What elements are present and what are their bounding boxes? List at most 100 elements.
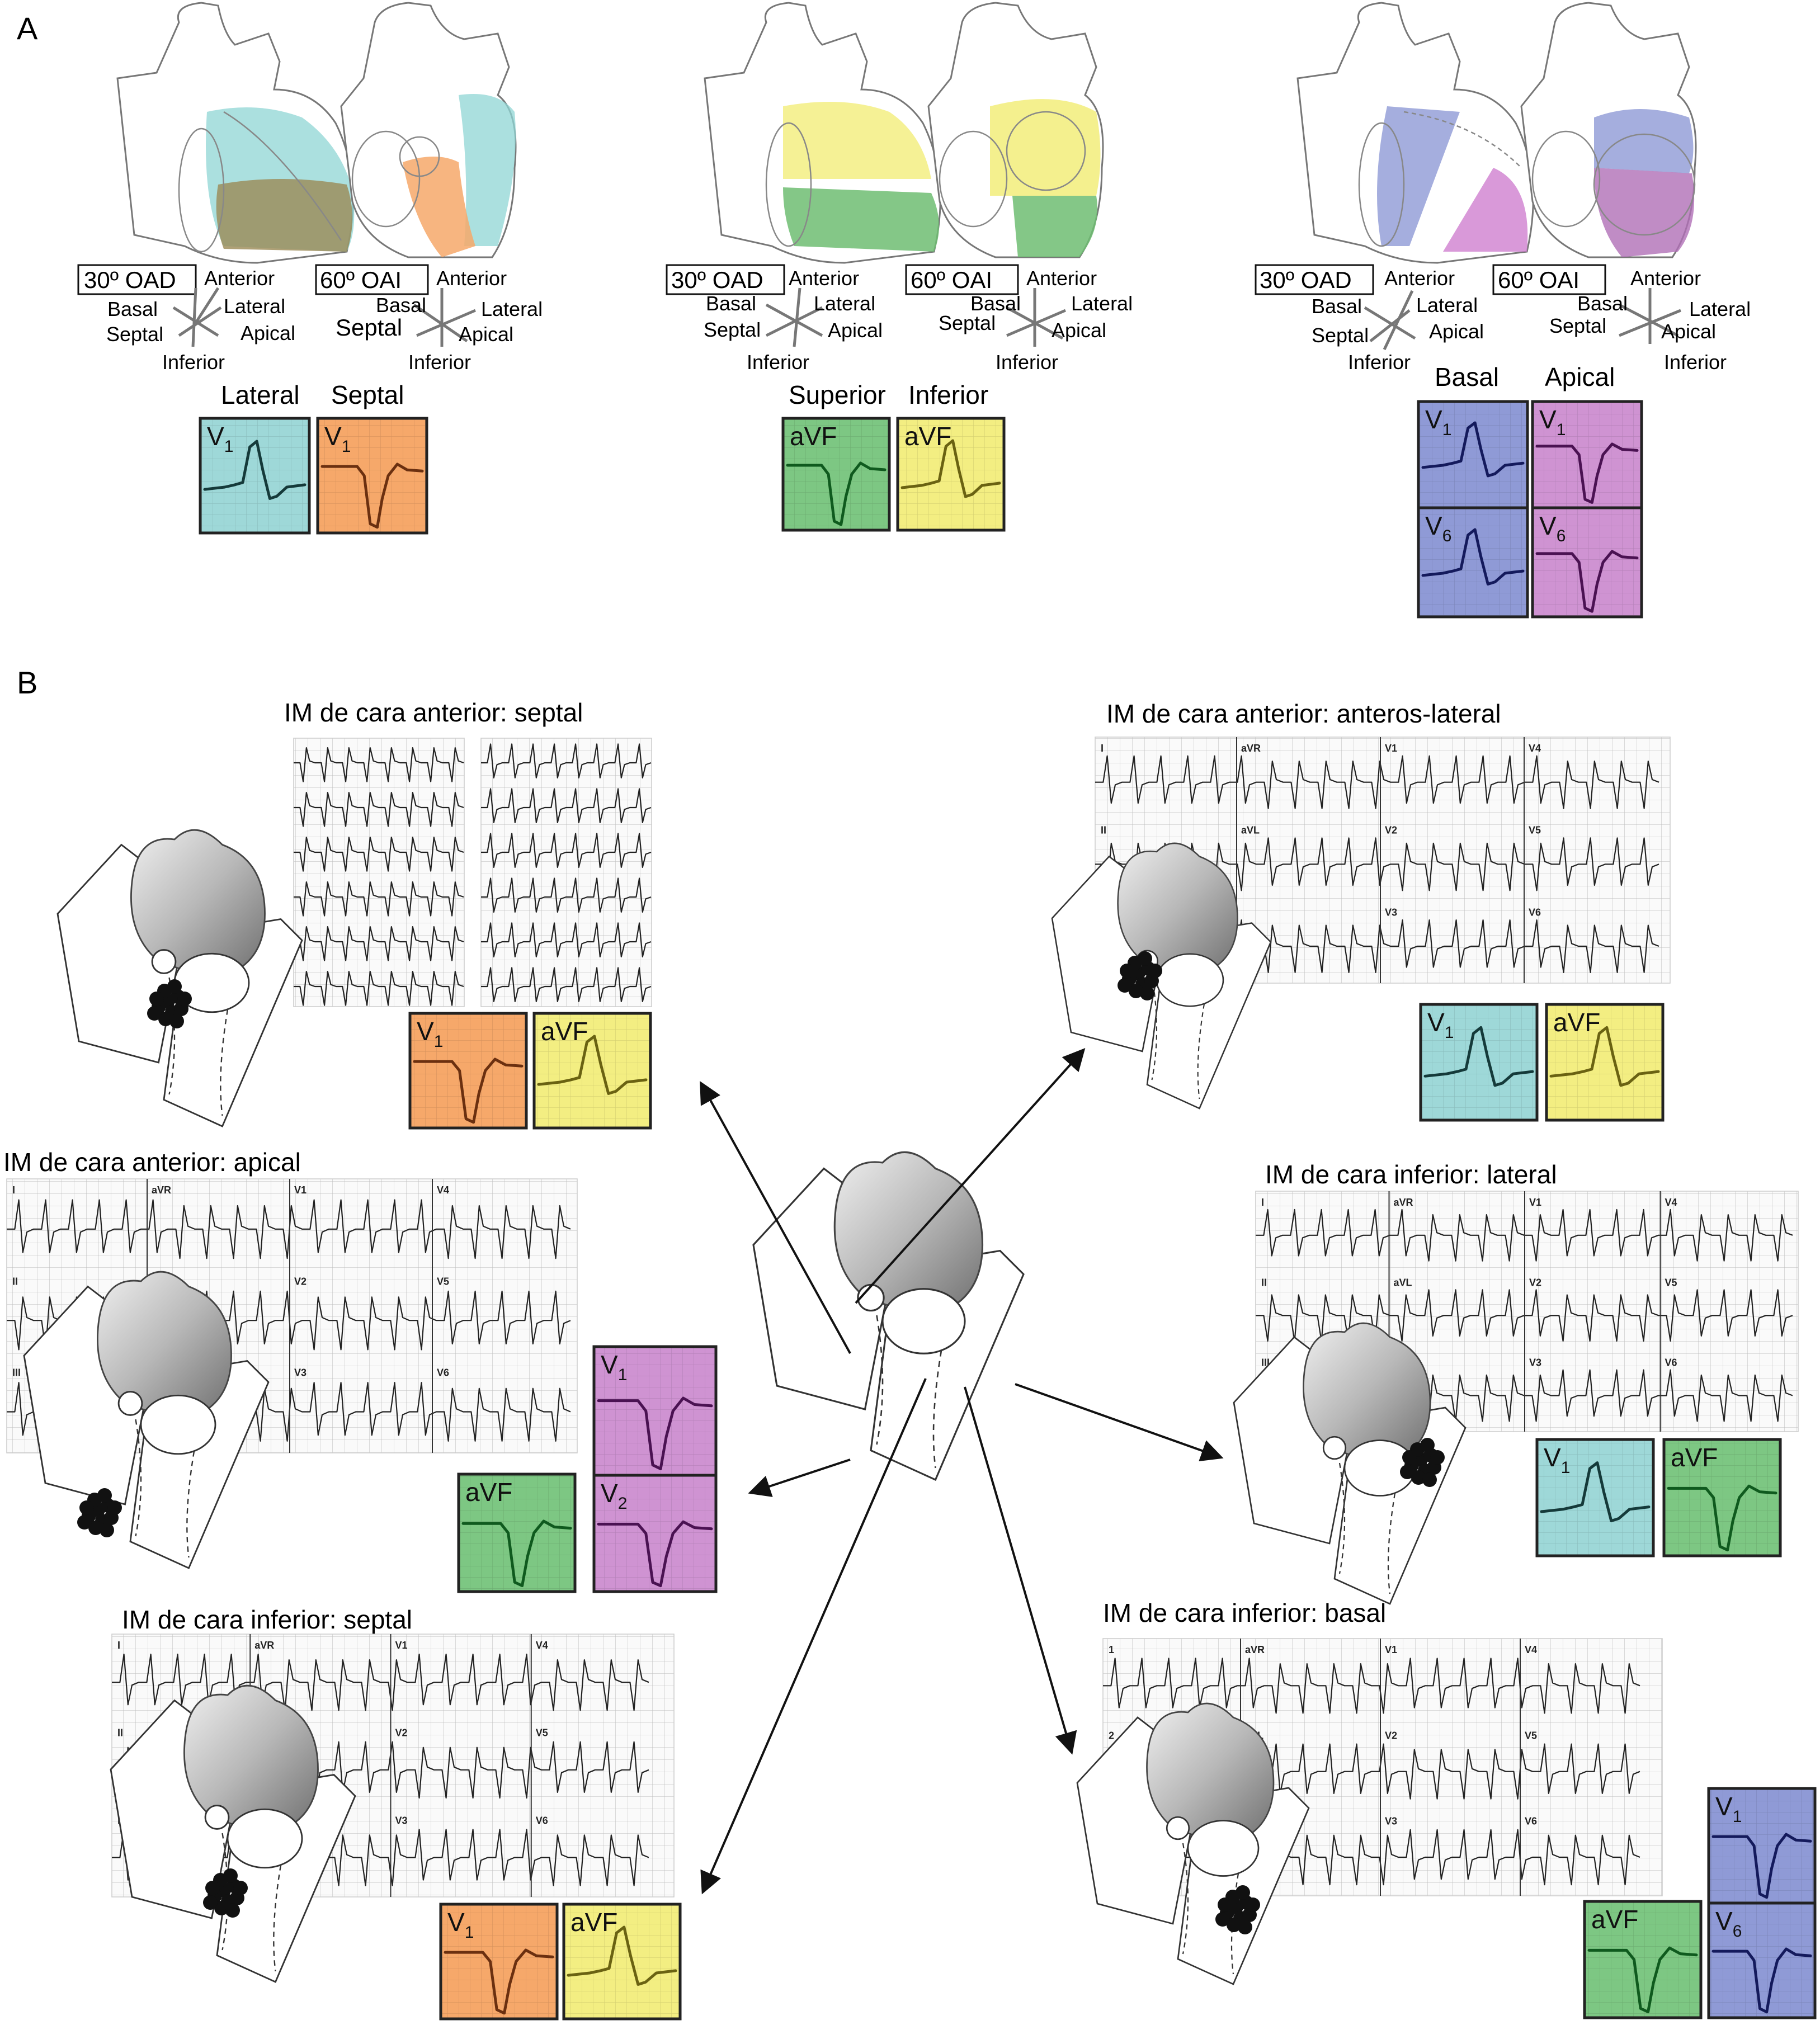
strip-lead-label: aVR [1241, 743, 1261, 754]
heart-diagram-oai [927, 2, 1104, 258]
svg-text:Anterior: Anterior [1630, 267, 1701, 290]
sketch-valve [151, 949, 177, 974]
ecg-box-grid [1418, 402, 1527, 508]
ecg-box: V1 [439, 1903, 559, 2021]
ecg-lead-subscript: 1 [1557, 421, 1566, 439]
arrow-to-inferior-septal [700, 1378, 927, 1895]
connector-arrows [700, 1048, 1224, 1895]
view-box-oad [77, 264, 197, 295]
ecg-box: aVF [781, 417, 891, 532]
orientation-axes-right: Anterior Basal Lateral Septal Apical Inf… [939, 267, 1133, 374]
ecg-box-grid [564, 1904, 680, 2019]
svg-text:Inferior: Inferior [1348, 351, 1411, 374]
ablation-point [1236, 1885, 1250, 1900]
view-label-oad: 30º OAD [1260, 267, 1352, 293]
ecg-lead-subscript: 1 [434, 1032, 444, 1051]
ecg-box-grid [410, 1013, 526, 1128]
ecg-box-border [316, 417, 428, 535]
ecg-box-grid [1533, 402, 1642, 508]
svg-text:Anterior: Anterior [1026, 267, 1097, 290]
strip-lead-label: V6 [1529, 907, 1541, 918]
sketch-septum [932, 1350, 942, 1469]
strip-trace [294, 971, 464, 1006]
svg-text:Septal: Septal [336, 314, 402, 341]
orientation-axes-right: Anterior Basal Lateral Septal Apical Inf… [1549, 267, 1751, 374]
strip-trace [1095, 755, 1659, 809]
strip-lead-label: V2 [1385, 825, 1397, 836]
ecg-box-border [1419, 1003, 1539, 1122]
orientation-axes-right: Anterior Basal Lateral Septal Apical Inf… [336, 267, 543, 374]
region-label-lateral: Lateral [221, 380, 300, 409]
case-title-anterior-apical: IM de cara anterior: apical [3, 1148, 301, 1177]
ecg-box-border [408, 1012, 528, 1130]
orientation-axes-left: Anterior Basal Lateral Septal Apical Inf… [106, 267, 295, 374]
ecg-waveform [413, 1058, 524, 1124]
ecg-lead-label: V1 [1539, 405, 1566, 439]
heart-diagram-oad [116, 2, 355, 264]
ablation-point [205, 1881, 220, 1895]
ecg-box-grid [1537, 1439, 1653, 1556]
sketch-septum [220, 1009, 229, 1116]
strip-trace [294, 747, 464, 782]
sketch-body [56, 829, 303, 1127]
ecg-lead-subscript: 1 [1445, 1023, 1454, 1042]
ecg-box-border [1531, 506, 1643, 619]
ecg-waveform [786, 461, 887, 526]
svg-text:Anterior: Anterior [436, 267, 507, 290]
ecg-box-border [457, 1472, 577, 1593]
strip-lead-label: V4 [536, 1640, 548, 1651]
ecg-lead-subscript: 6 [1442, 527, 1452, 545]
svg-text:Inferior: Inferior [747, 351, 809, 374]
ecg-lead-subscript: 1 [224, 437, 234, 456]
ecg-box: aVF [457, 1472, 577, 1593]
ecg-box-grid [1546, 1004, 1663, 1120]
svg-text:Inferior: Inferior [408, 351, 471, 374]
ecg-box-grid [1533, 508, 1642, 617]
sketch-body [752, 1151, 1025, 1481]
sketch-septum [1182, 1843, 1189, 1955]
ablation-point [223, 1868, 238, 1883]
strip-trace [481, 922, 652, 957]
ablation-point [1148, 964, 1162, 978]
svg-text:Apical: Apical [241, 322, 295, 344]
svg-text:Basal: Basal [706, 292, 756, 315]
ecg-lead-subscript: 6 [1557, 527, 1566, 545]
ecg-box-grid [1664, 1439, 1780, 1556]
ecg-box: aVF [1583, 1900, 1703, 2019]
strip-lead-label: V6 [536, 1815, 548, 1826]
ecg-box-grid [1585, 1901, 1701, 2018]
strip-lead-label: V4 [1525, 1644, 1537, 1655]
ecg-box-grid [1421, 1004, 1537, 1120]
ecg-box-border [1707, 1901, 1817, 2019]
strip-lead-label: II [1261, 1277, 1267, 1288]
ecg-box: aVF [1545, 1003, 1665, 1122]
strip-lead-label: I [1261, 1197, 1264, 1208]
svg-text:Anterior: Anterior [789, 267, 859, 290]
strip-trace [481, 743, 652, 778]
strip-lead-label: V4 [1529, 743, 1541, 754]
ecg-box: V1 [1707, 1787, 1817, 1905]
strip-lead-label: V2 [1529, 1277, 1541, 1288]
heart-sketch [1076, 1702, 1310, 1985]
ablation-point [1420, 1438, 1435, 1452]
strip-lead-label: V3 [1385, 907, 1397, 918]
sketch-septum [1387, 1493, 1396, 1594]
ablation-point [79, 1500, 94, 1515]
strip-lead-label: V2 [395, 1727, 408, 1739]
sketch-valve [204, 1805, 230, 1830]
ablation-point [77, 1515, 92, 1530]
arrow-to-anterior-lateral [855, 1048, 1086, 1304]
sketch-septum [273, 1864, 282, 1972]
strip-grid [480, 738, 652, 1007]
ecg-box: aVF [532, 1012, 652, 1130]
ecg-box-grid [459, 1474, 575, 1592]
ablation-point [1238, 1920, 1252, 1934]
strip-lead-label: 2 [1109, 1730, 1114, 1741]
ecg-lead-label: aVF [790, 422, 837, 451]
ecg-waveform [1711, 1833, 1812, 1899]
region-label-apical: Apical [1545, 362, 1615, 391]
svg-text:Basal: Basal [1312, 295, 1362, 318]
ecg-waveform [1711, 1947, 1812, 2014]
ecg-box: V1 [199, 417, 311, 535]
